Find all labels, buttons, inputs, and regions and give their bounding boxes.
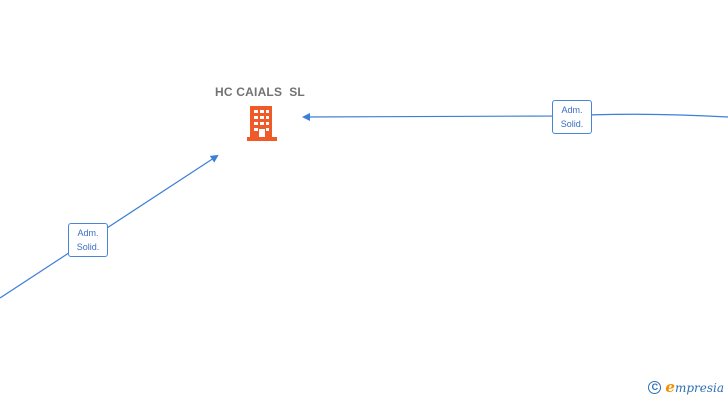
brand-logo: empresia [665, 378, 724, 396]
company-name[interactable]: HC CAIALS SL [215, 85, 305, 99]
edge-label-left-line2: Solid. [76, 242, 100, 252]
brand-logo-rest: mpresia [674, 381, 724, 395]
edge-label-left-line1: Adm. [77, 228, 99, 238]
edge-label-right[interactable]: Adm. Solid. [552, 100, 592, 134]
edge-label-left[interactable]: Adm. Solid. [68, 223, 108, 257]
edge-line-right [302, 112, 728, 121]
empresia-watermark: C empresia [648, 378, 724, 396]
edge-line-left [0, 154, 219, 299]
building-icon[interactable] [245, 106, 279, 142]
edge-label-right-line1: Adm. [561, 105, 583, 115]
edge-label-right-line2: Solid. [560, 119, 584, 129]
brand-logo-e: e [665, 378, 675, 396]
copyright-icon: C [648, 380, 662, 394]
